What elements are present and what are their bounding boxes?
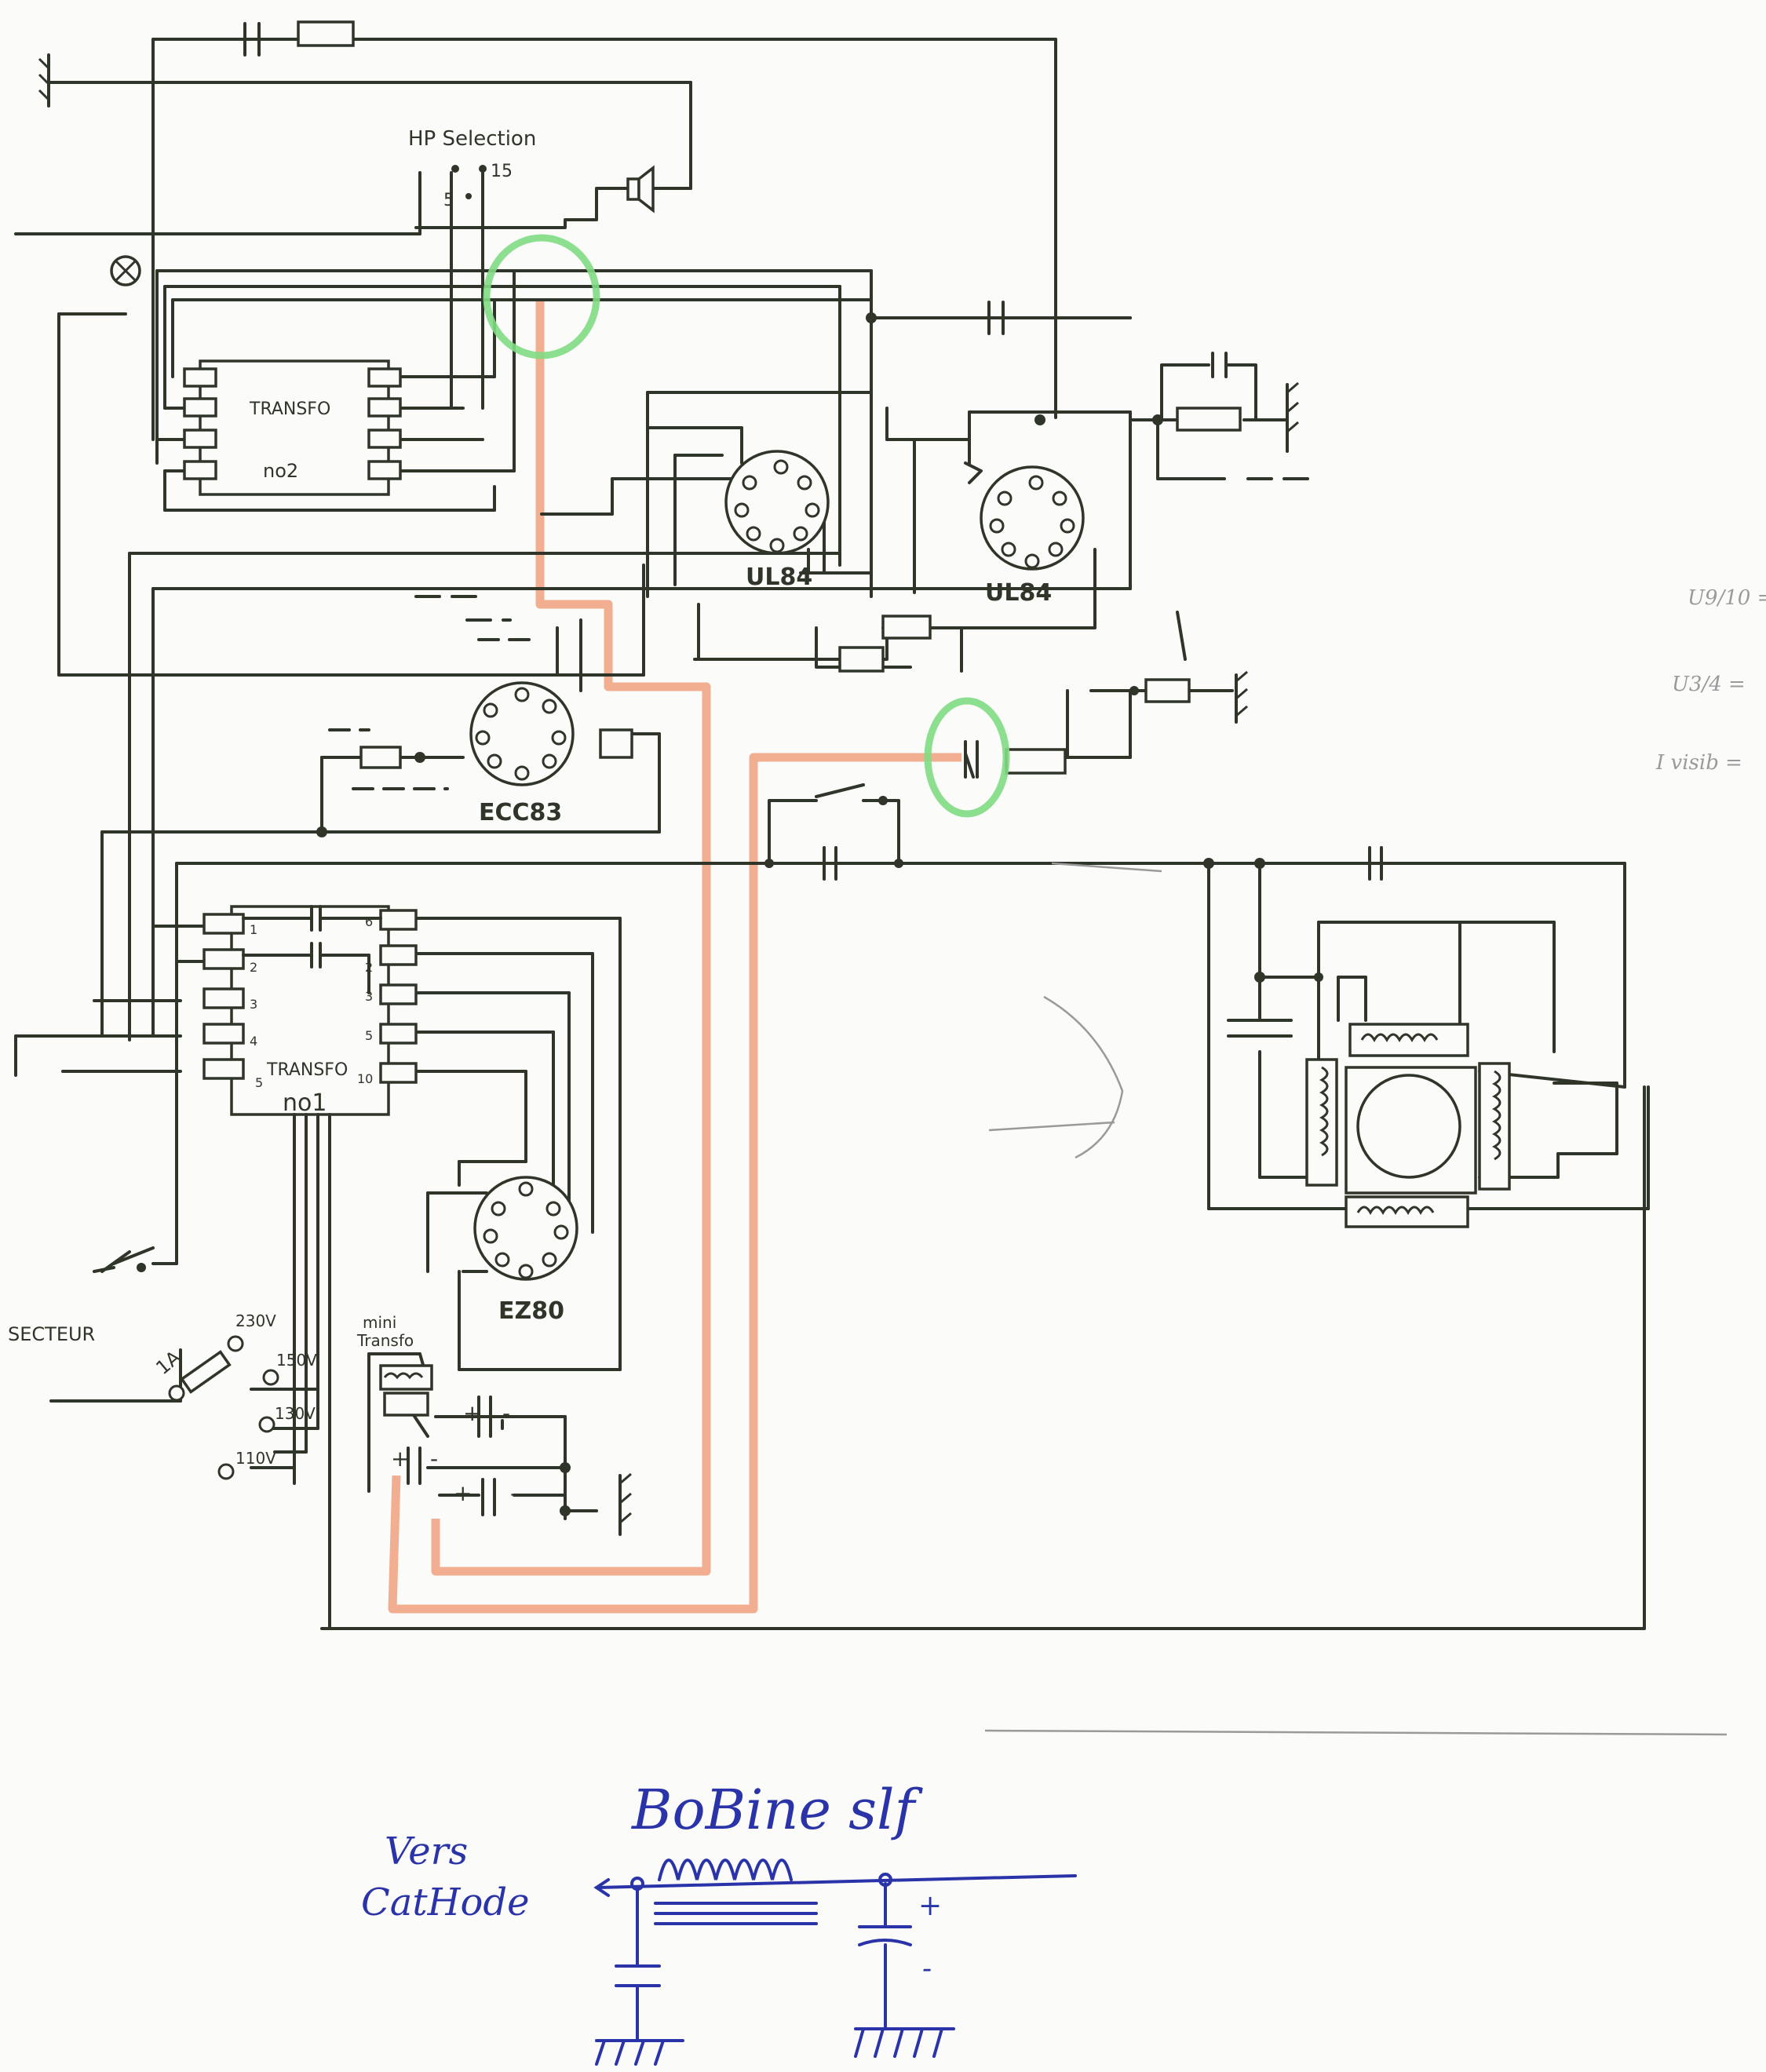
cap-minus: - [430,1446,438,1472]
cap-minus: - [502,1400,510,1426]
cap-minus: - [510,1480,518,1506]
resistor [1005,748,1067,775]
t1-pin-r2: 2 [365,960,373,975]
ground-icon [618,1472,632,1536]
mini-transfo-label: mini [363,1313,396,1332]
hp-15-label: 15 [491,162,513,181]
crt-frame [1345,1066,1477,1195]
bottom-minus: - [922,1953,932,1985]
tube-ul84-right [980,465,1085,571]
mini-transfo [379,1364,433,1417]
bobine-title: BoBine slf [630,1778,923,1842]
bobine-self-sketch: BoBine slf Vers CatHode + - [361,1778,1077,2066]
deflection-coil-top [1348,1023,1469,1057]
cap-plus: + [391,1446,409,1472]
transfo1-label: TRANSFO [266,1060,348,1080]
mini-transfo-label-2: Transfo [356,1331,414,1350]
crt-screen-icon [1356,1074,1461,1179]
resistor [359,746,402,769]
transfo2-label-no: no2 [263,460,298,482]
speaker-icon [626,165,655,213]
transfo1-label-no: no1 [283,1089,327,1117]
side-note: U3/4 = [1672,673,1746,696]
vers-label: Vers [385,1829,468,1873]
hp-selection-label: HP Selection [408,127,536,151]
side-note: U9/10 = [1688,586,1766,610]
wiring [14,38,1650,1630]
green-circle-marker [924,697,1010,818]
v230-label: 230V [235,1311,276,1330]
ground-icon [38,53,50,108]
t1-pin-10: 10 [357,1071,373,1086]
t1-pin-5: 5 [255,1075,263,1090]
secteur-label: SECTEUR [8,1323,95,1345]
v150-label: 150V [276,1351,317,1370]
orange-highlight-traces [388,298,961,1614]
tube-ez80 [473,1176,578,1281]
ul84-right-label: UL84 [985,579,1052,607]
deflection-coil-left [1305,1058,1338,1187]
ground-icon [1235,670,1248,724]
t1-pin-2: 2 [250,960,257,975]
ez80-label: EZ80 [498,1297,564,1325]
green-circle-marker [483,234,600,359]
cap-plus: + [463,1400,481,1426]
resistor [297,20,355,47]
resistor [1176,407,1242,432]
deflection-coil-right [1478,1062,1511,1191]
t1-pin-r5: 5 [365,1028,373,1043]
ground-icon [1286,381,1299,453]
ecc83-label: ECC83 [479,799,562,826]
hp-5-label: 5 [443,191,454,210]
tube-ul84-left [724,450,830,555]
transfo2-label: TRANSFO [249,399,330,419]
t1-pin-4: 4 [250,1034,257,1049]
components [38,20,1511,1536]
cathode-label: CatHode [361,1880,530,1924]
v130-label: 130V [275,1404,316,1423]
resistor [599,728,633,759]
junction-dots [316,312,1323,1516]
resistor [838,646,885,673]
tube-ecc83 [469,681,575,786]
faint-marks [984,862,1728,1736]
transfo-2-body [199,359,390,496]
ul84-left-label: UL84 [746,564,812,591]
text-labels: HP Selection 5 15 TRANSFO no2 UL84 UL84 … [8,127,1766,1506]
fuse-icon [168,1335,244,1402]
t1-pin-6: 6 [365,914,373,929]
cap-plus: + [454,1480,472,1506]
t1-pin-1: 1 [250,922,257,937]
side-note: I visib = [1655,751,1742,775]
resistor [881,615,932,640]
t1-pin-3: 3 [250,997,257,1012]
v110-label: 110V [235,1449,276,1468]
resistor [1144,678,1191,703]
bottom-plus: + [918,1890,942,1922]
t1-pin-r3: 3 [365,989,373,1004]
